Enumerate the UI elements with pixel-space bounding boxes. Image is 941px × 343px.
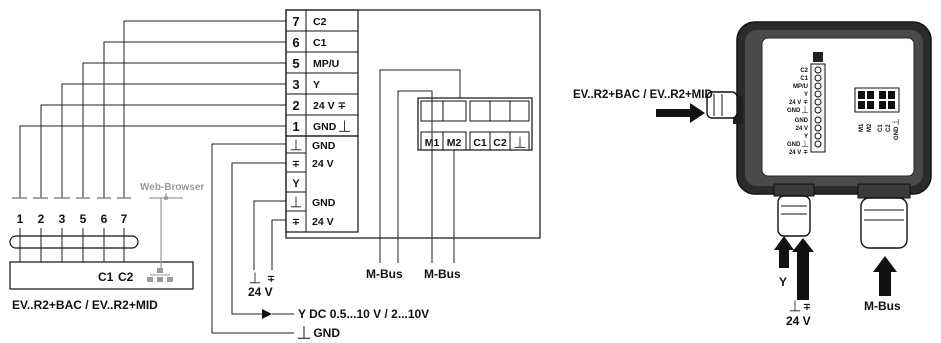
housing-module-labels: M1 M2 C1 C2 GND ⏊	[859, 118, 900, 140]
terminal-block: 7 6 5 3 2 1 C2 C1 MP/U Y 24 V ∓ GND ⏊	[285, 9, 359, 137]
terminal-num-7: 7	[292, 14, 299, 29]
device-pin-2: 2	[38, 212, 45, 226]
device-pin-7: 7	[121, 212, 128, 226]
mbus-label-left: M-Bus	[366, 267, 403, 281]
lower-sym-gnd-2: ⏊	[290, 196, 302, 209]
lower-label-gnd-2: GND	[312, 197, 336, 209]
lower-wires	[211, 143, 294, 334]
lower-label-24v-2: 24 V	[312, 216, 334, 228]
terminal-label-gnd: GND ⏊	[313, 120, 350, 133]
housing-label-24v-2: 24 V	[796, 126, 808, 132]
device-name: EV..R2+BAC / EV..R2+MID	[12, 298, 158, 312]
housing-label-c2: C2	[800, 68, 808, 74]
housing-gnd-v-symbols: ⏊ ∓	[789, 300, 811, 313]
housing-mbus-label: M-Bus	[864, 299, 901, 313]
supply-v-symbol: ∓	[267, 274, 275, 285]
gnd-signal-label: ⏊ GND	[297, 325, 340, 340]
terminal-label-c2: C2	[313, 16, 327, 28]
terminal-num-6: 6	[292, 35, 299, 50]
device-c1-label: C1	[98, 270, 114, 284]
mbus-term-c1: C1	[473, 137, 487, 149]
mbus-module: M1 M2 C1 C2 ⏊	[417, 97, 533, 151]
cable-bundle	[9, 235, 139, 249]
housing-label-gnd: GND ⏊	[787, 106, 809, 114]
terminal-label-y: Y	[313, 79, 320, 91]
terminal-num-2: 2	[292, 98, 299, 113]
housing-arrows	[656, 103, 897, 300]
terminal-num-1: 1	[292, 119, 299, 134]
mbus-term-gnd: ⏊	[514, 136, 526, 149]
terminal-num-5: 5	[292, 56, 299, 71]
housing-label-gnd-3: GND ⏊	[787, 140, 809, 148]
terminal-num-3: 3	[292, 77, 299, 92]
terminal-label-24v: 24 V ∓	[313, 100, 346, 112]
device-pin-6: 6	[101, 212, 108, 226]
device-housing	[706, 21, 932, 249]
housing-label-24v-3: 24 V ∓	[789, 150, 808, 156]
housing-module-m2: M2	[867, 123, 873, 132]
mbus-label-right: M-Bus	[424, 267, 461, 281]
housing-module-c2: C2	[886, 124, 892, 132]
housing-callout: EV..R2+BAC / EV..R2+MID	[573, 89, 713, 101]
housing-y-label: Y	[779, 275, 787, 289]
supply-gnd-symbol: ⏊	[249, 272, 261, 285]
lower-label-gnd: GND	[312, 140, 336, 152]
y-signal-label: Y DC 0.5...10 V / 2...10V	[298, 307, 429, 321]
device-pin-5: 5	[80, 212, 87, 226]
network-icon: Web-Browser	[140, 182, 204, 282]
lower-sym-y: Y	[292, 178, 300, 190]
housing-module-gnd: GND ⏊	[892, 118, 900, 140]
mbus-term-c2: C2	[493, 137, 507, 149]
device-box: 1 2 3 5 6 7 C1 C2 EV..R2+BAC / EV..R2+MI…	[9, 197, 194, 312]
terminal-label-mpu: MP/U	[313, 58, 339, 70]
lower-label-24v: 24 V	[312, 158, 334, 170]
lower-sym-24v-2: ∓	[292, 217, 300, 228]
lower-sym-gnd: ⏊	[290, 139, 302, 152]
lower-terminal-block: ⏊ ∓ Y ⏊ ∓ GND 24 V GND 24 V	[285, 135, 359, 233]
device-pin-1: 1	[17, 212, 24, 226]
y-signal-arrow	[262, 309, 272, 319]
housing-label-mpu: MP/U	[793, 84, 808, 90]
mbus-wires	[379, 69, 461, 263]
housing-label-24v: 24 V ∓	[789, 100, 808, 106]
housing-label-y: Y	[804, 92, 808, 98]
device-c2-label: C2	[118, 270, 134, 284]
lower-sym-24v: ∓	[292, 159, 300, 170]
housing-label-c1: C1	[800, 76, 808, 82]
web-browser-label: Web-Browser	[140, 182, 204, 193]
pin-wires	[19, 20, 286, 198]
housing-24v-label: 24 V	[786, 314, 811, 328]
housing-module-c1: C1	[878, 124, 884, 132]
terminal-label-c1: C1	[313, 37, 327, 49]
housing-terminal-labels: C2 C1 MP/U Y 24 V ∓ GND ⏊ GND 24 V Y GND…	[787, 68, 809, 156]
device-pin-3: 3	[59, 212, 66, 226]
supply-24v-label: 24 V	[248, 285, 273, 299]
housing-module-m1: M1	[859, 123, 865, 132]
housing-label-y-2: Y	[804, 134, 808, 140]
housing-label-gnd-2: GND	[795, 118, 809, 124]
mbus-term-m2: M2	[447, 137, 462, 149]
